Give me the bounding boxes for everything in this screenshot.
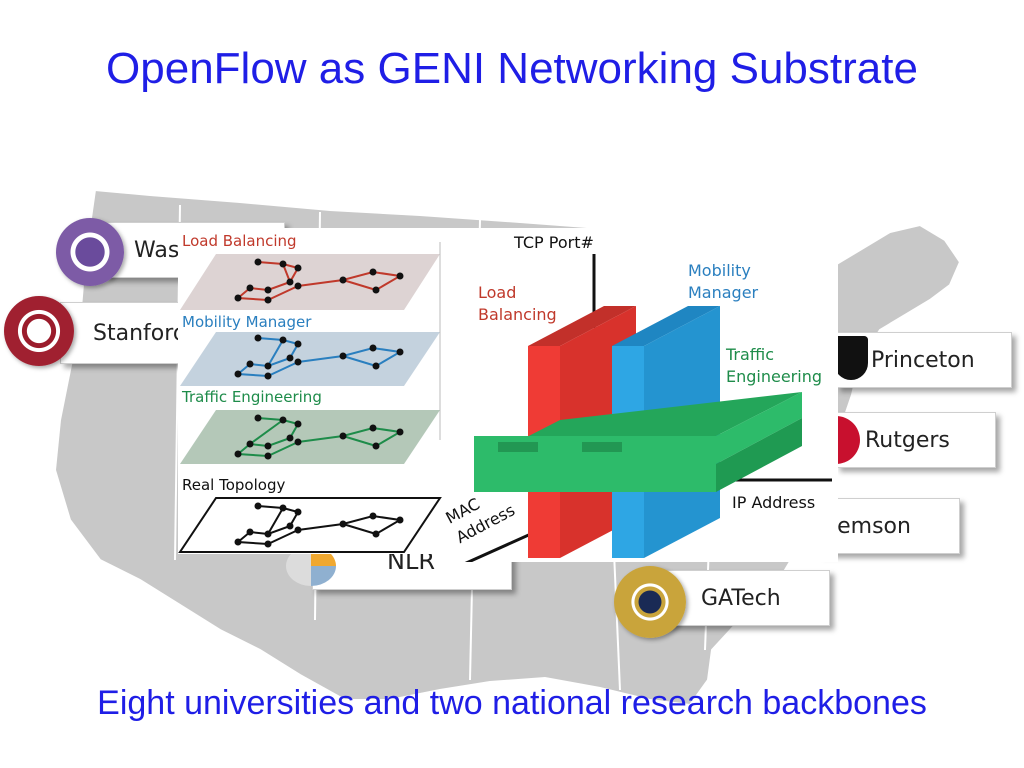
slice-label-mobility-line2: Manager (688, 283, 759, 302)
layer-label-mobility-manager: Mobility Manager (182, 313, 312, 331)
slice-label-mobility-manager: Mobility Manager (688, 260, 758, 304)
flowspace-panel: TCP Port# IP Address MAC Address Load Ba… (442, 228, 838, 562)
slice-label-traffic-engineering: Traffic Engineering (726, 344, 822, 388)
slice-label-traffic-line1: Traffic (726, 345, 775, 364)
site-name: GATech (701, 585, 781, 611)
slice-label-load-line1: Load (478, 283, 517, 302)
site-label-rutgers: Rutgers (836, 412, 996, 468)
slice-label-mobility-line1: Mobility (688, 261, 751, 280)
slide-title: OpenFlow as GENI Networking Substrate (106, 44, 918, 93)
site-label-stanford: Stanford (60, 302, 190, 364)
layer-label-load-balancing: Load Balancing (182, 232, 297, 250)
slide-caption: Eight universities and two national rese… (97, 684, 927, 722)
layers-panel: Load Balancing Mobility Manager Traffic … (178, 228, 442, 554)
site-name: Was (134, 237, 180, 263)
slice-label-traffic-line2: Engineering (726, 367, 822, 386)
site-name: lemson (831, 513, 911, 539)
washington-seal-icon (56, 218, 124, 286)
slice-label-load-balancing: Load Balancing (478, 282, 557, 326)
site-name: Rutgers (865, 427, 950, 453)
princeton-shield-icon (834, 336, 868, 380)
gatech-seal-icon (614, 566, 686, 638)
slice-label-load-line2: Balancing (478, 305, 557, 324)
layer-label-traffic-engineering: Traffic Engineering (182, 388, 322, 406)
layer-label-real-topology: Real Topology (182, 476, 286, 494)
stanford-seal-icon (4, 296, 74, 366)
axis-label-ip-address: IP Address (732, 493, 816, 512)
flowspace-diagram (464, 254, 832, 562)
site-label-clemson: lemson (820, 498, 960, 554)
axis-label-tcp-port: TCP Port# (514, 233, 594, 252)
site-name: Stanford (93, 320, 187, 346)
layers-diagram (178, 242, 442, 553)
site-name: Princeton (871, 347, 975, 373)
